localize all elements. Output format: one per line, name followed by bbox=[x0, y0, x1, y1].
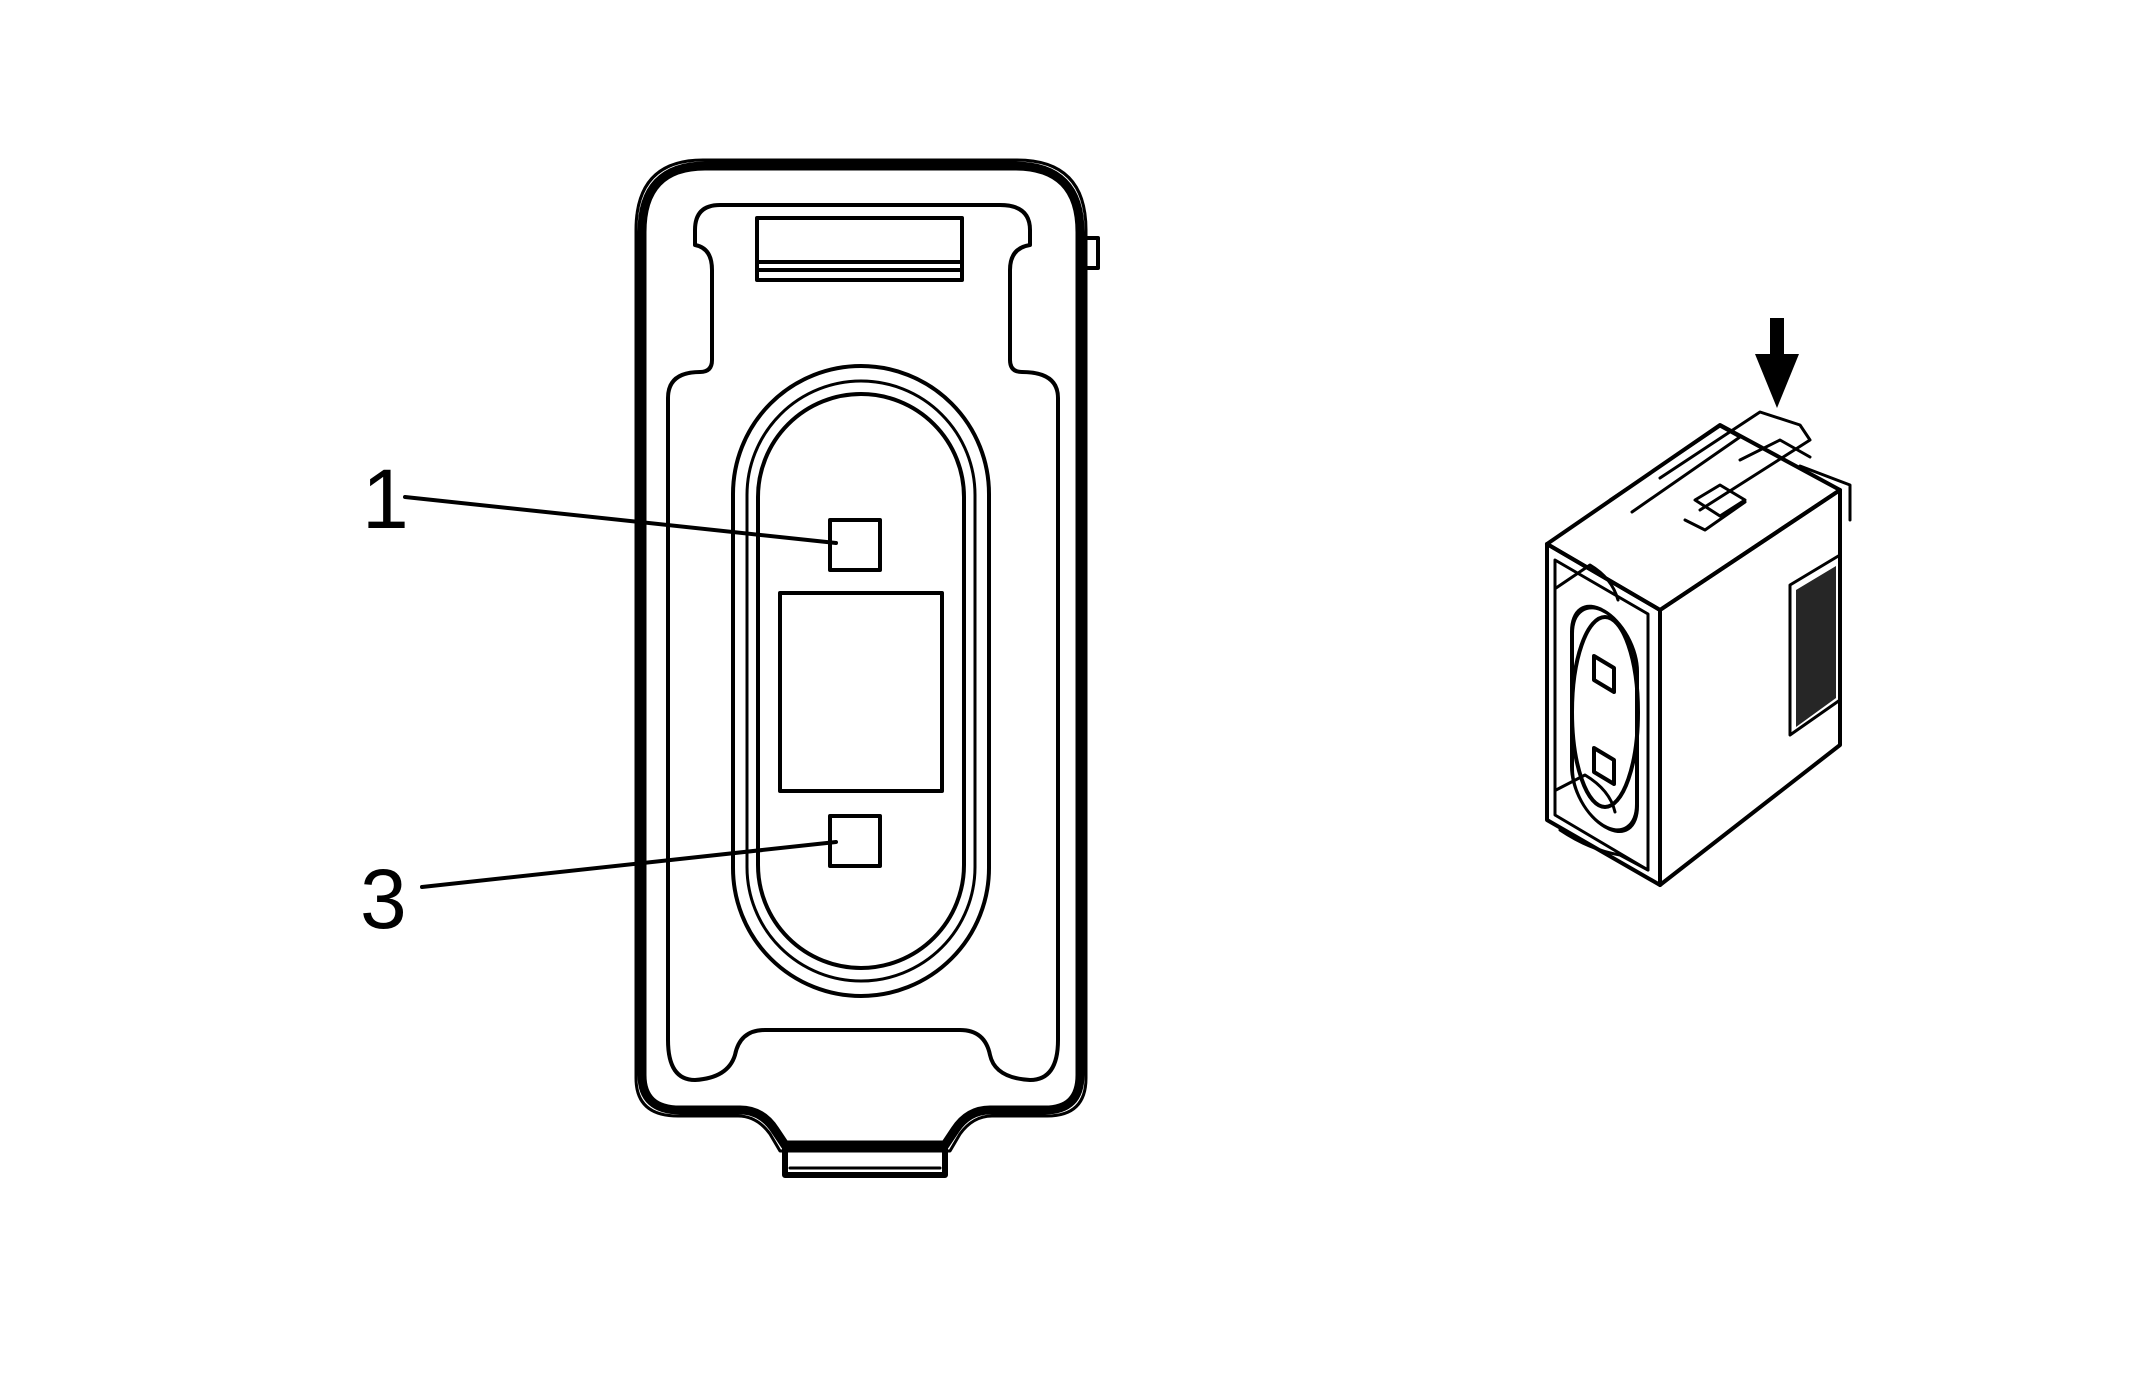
top-latch bbox=[755, 216, 964, 282]
inner-frame bbox=[666, 203, 1060, 1082]
leader-line-pin-1 bbox=[403, 495, 838, 545]
side-clip bbox=[1788, 553, 1842, 737]
housing-side-nub bbox=[1078, 236, 1100, 270]
side-view-cavity-2 bbox=[1592, 746, 1616, 786]
leader-line-pin-3 bbox=[420, 840, 838, 889]
center-block bbox=[778, 591, 944, 793]
seal-ring-outer bbox=[731, 364, 991, 998]
terminal-cavity-1 bbox=[828, 518, 882, 572]
housing-outer-edge bbox=[634, 158, 1088, 1153]
seal-ring-inner bbox=[756, 392, 966, 970]
pin-label-3: 3 bbox=[360, 852, 407, 946]
seal-ring-middle bbox=[745, 379, 977, 983]
connector-face-view: 1 3 bbox=[360, 158, 1100, 1178]
connector-housing-outline bbox=[637, 161, 1085, 1150]
pin-label-1: 1 bbox=[362, 452, 409, 546]
arrow-down-icon bbox=[1755, 318, 1799, 408]
bottom-tab bbox=[782, 1142, 948, 1178]
connector-side-view bbox=[1545, 318, 1852, 887]
side-view-cavity-1 bbox=[1592, 654, 1616, 694]
